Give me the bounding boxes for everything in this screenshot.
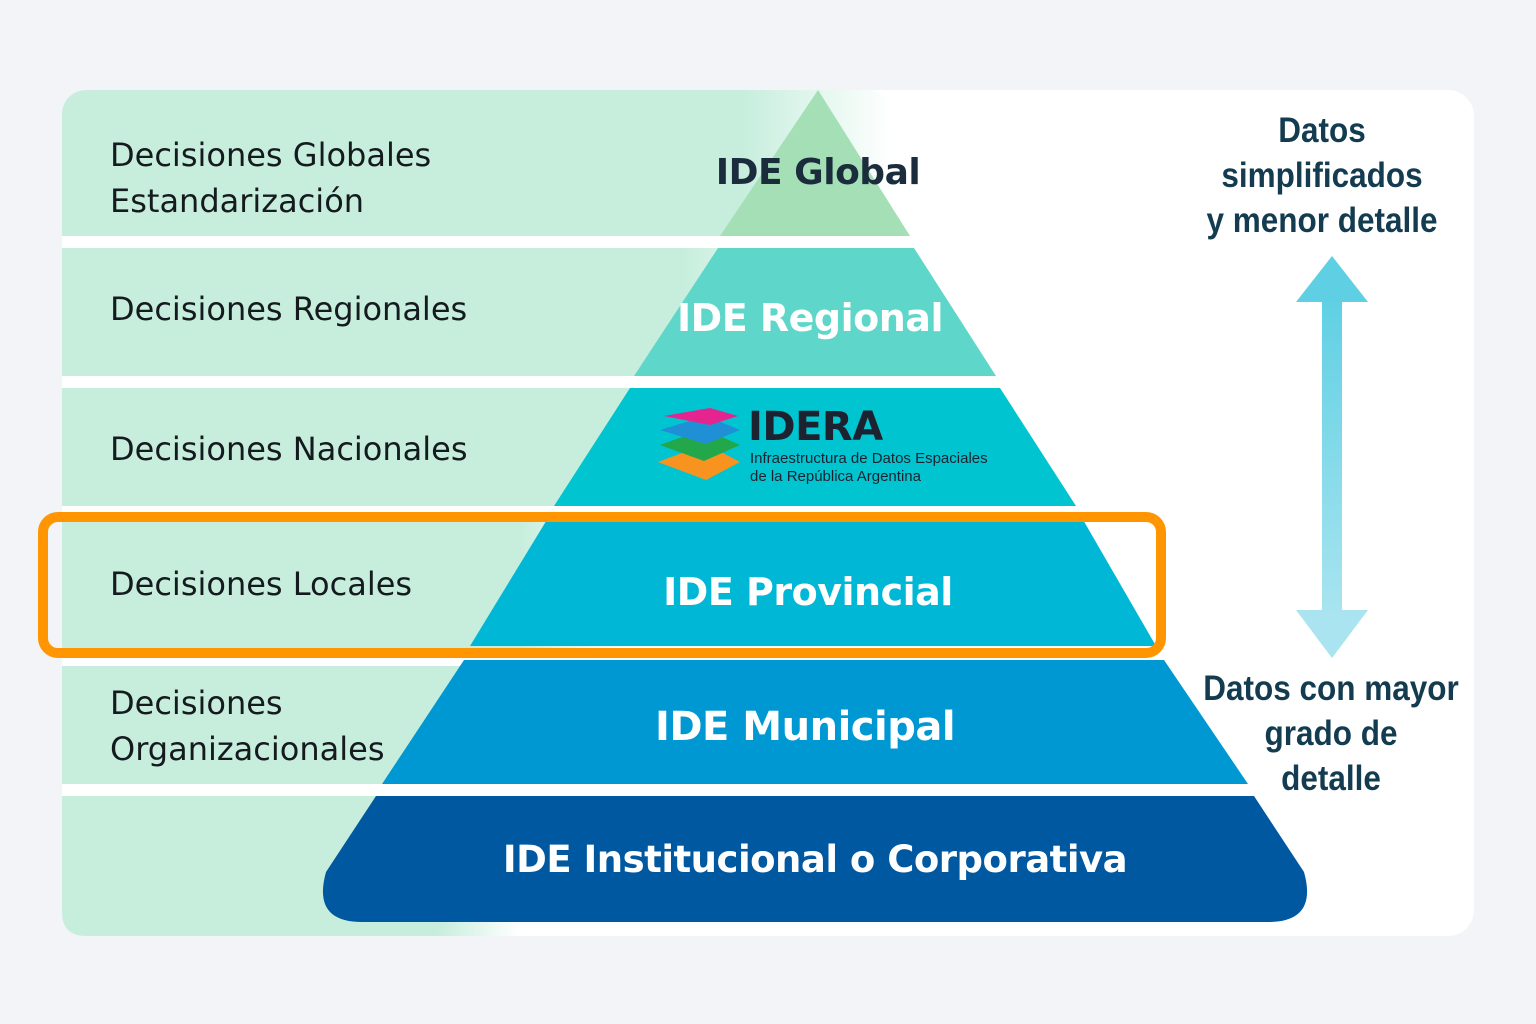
tier-regional-label: IDE Regional [677,296,943,340]
tier-municipal-label: IDE Municipal [654,704,956,750]
band-global [62,90,892,236]
tier-provincial-shape [470,518,1156,646]
double-arrow-vertical-icon [1296,256,1368,658]
label-decisiones-globales: Decisiones Globales Estandarización [110,136,432,220]
provincial-highlight-frame [38,512,1166,658]
label-decisiones-locales: Decisiones Locales [110,565,413,603]
tier-regional-shape [634,248,996,376]
label-decisiones-regionales: Decisiones Regionales [110,290,468,328]
side-text-top: Datos simplificados y menor detalle [1206,111,1438,240]
tier-institucional-shape [322,796,1308,922]
tier-global-label: IDE Global [715,152,921,193]
label-decisiones-nacionales: Decisiones Nacionales [110,430,468,468]
band-global-square [62,140,122,236]
idera-logo-name: IDERA [748,404,883,450]
tier-municipal-shape [382,660,1248,784]
idera-logo-icon [658,408,740,480]
side-text-bottom: Datos con mayor grado de detalle [1203,669,1459,798]
tier-provincial-label: IDE Provincial [663,570,953,614]
tier-global-shape [720,90,910,236]
label-decisiones-organizacionales: Decisiones Organizacionales [110,684,385,768]
tier-institucional-label: IDE Institucional o Corporativa [502,838,1128,881]
idera-logo-subtitle: Infraestructura de Datos Espaciales de l… [750,450,988,485]
